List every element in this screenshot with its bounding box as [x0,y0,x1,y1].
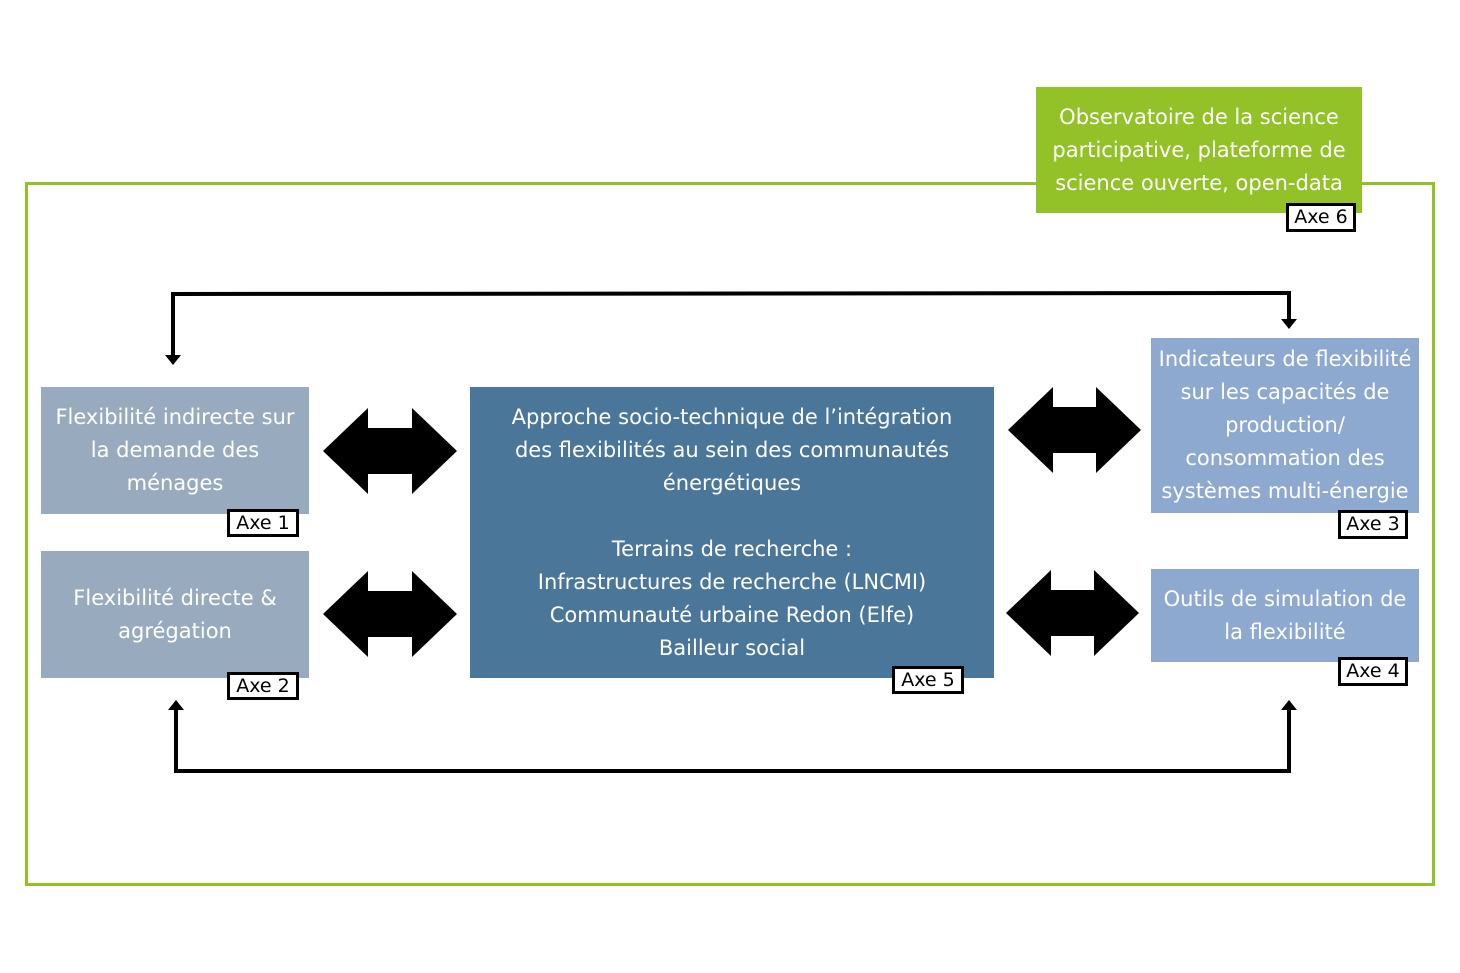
double-arrow-axe1-axe5 [323,408,457,494]
axe2-tag: Axe 2 [227,672,299,700]
arrowhead-to-axe2 [168,700,184,710]
axe3-line-1: Indicateurs de flexibilité [1158,347,1412,371]
axe3-line-5: systèmes multi-énergie [1161,479,1409,503]
axe3-line-2: sur les capacités de [1180,380,1390,404]
observatory-line-2: participative, plateforme de [1052,137,1346,162]
axe3-box: Indicateurs de flexibilité sur les capac… [1151,338,1419,513]
arrowhead-to-axe1 [165,355,181,365]
double-arrow-axe5-axe4 [1006,570,1139,656]
axe1-line-3: ménages [126,471,224,495]
axe3-line-4: consommation des [1185,446,1385,470]
axe4-line-2: la flexibilité [1224,619,1346,644]
axe3-tag: Axe 3 [1338,510,1408,539]
axe2-line-1: Flexibilité directe & [73,585,277,610]
axe4-box: Outils de simulation de la flexibilité [1151,569,1419,662]
axe2-box: Flexibilité directe & agrégation [41,551,309,678]
axe1-line-2: la demande des [90,438,260,462]
observatory-box: Observatoire de la science participative… [1036,87,1362,213]
axe6-tag: Axe 6 [1286,203,1356,232]
axe5-line-5: Terrains de recherche : [611,536,853,561]
observatory-line-3: science ouverte, open-data [1055,170,1343,195]
double-arrow-axe5-axe3 [1008,387,1141,473]
axe3-line-3: production/ [1225,413,1345,437]
axe5-line-3: énergétiques [662,470,802,495]
axe4-tag: Axe 4 [1338,657,1408,686]
bottom-connector-line [174,708,1291,773]
axe5-line-1: Approche socio-technique de l’intégratio… [511,404,953,429]
axe5-line-7: Communauté urbaine Redon (Elfe) [549,602,915,627]
axe1-box: Flexibilité indirecte sur la demande des… [41,387,309,514]
research-frame [25,182,1435,886]
top-connector-line [171,290,1291,357]
observatory-line-1: Observatoire de la science [1059,104,1339,129]
double-arrow-axe2-axe5 [323,571,457,657]
axe5-tag: Axe 5 [892,666,964,694]
axe5-line-2: des flexibilités au sein des communautés [514,437,950,462]
arrowhead-to-axe3 [1281,319,1297,329]
axe4-line-1: Outils de simulation de [1163,586,1407,611]
axe2-line-2: agrégation [118,618,232,643]
axe1-tag: Axe 1 [227,509,299,537]
axe5-line-8: Bailleur social [658,635,806,660]
axe5-line-6: Infrastructures de recherche (LNCMI) [537,569,927,594]
arrowhead-to-axe4 [1281,700,1297,710]
axe5-box: Approche socio-technique de l’intégratio… [470,387,994,678]
axe1-line-1: Flexibilité indirecte sur [55,405,295,429]
